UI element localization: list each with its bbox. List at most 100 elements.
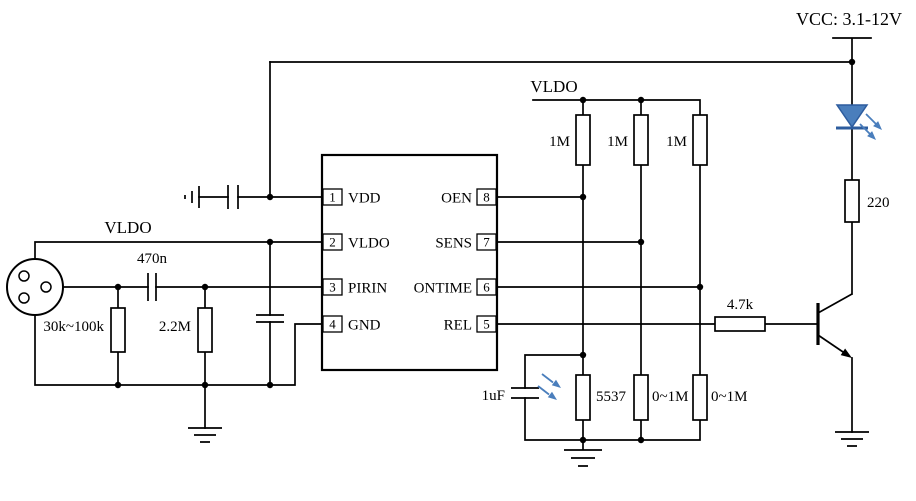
pin-label: OEN [441, 191, 472, 207]
led-emission-arrows-icon [859, 113, 882, 140]
pin-box [322, 233, 343, 251]
resistor-value: 4.7k [727, 297, 754, 313]
pir-sensor [6, 258, 64, 316]
resistor-value: 5537 [596, 389, 627, 405]
wire-left-circuit [34, 61, 324, 429]
resistor-body [844, 179, 860, 223]
ic-pin-vldo: 2 VLDO [322, 233, 390, 252]
pin-box [476, 233, 497, 251]
ic-pin-vdd: 1 VDD [322, 188, 381, 207]
junction-dot [637, 238, 645, 246]
resistor-value: 2.2M [159, 319, 191, 335]
ic-pin-pirin: 3 PIRIN [322, 278, 387, 297]
ground-symbol-top-left [184, 186, 200, 208]
junction-dot [201, 283, 209, 291]
resistor-value: 1M [666, 134, 687, 150]
transistor-emitter [817, 334, 847, 355]
capacitor-vldo [256, 314, 284, 323]
junction-dot [114, 381, 122, 389]
resistor-body [692, 114, 708, 166]
transistor-npn [816, 293, 853, 358]
ic-body [320, 153, 499, 372]
junction-dot [114, 283, 122, 291]
pin-number: 7 [483, 235, 490, 250]
junction-dot [201, 381, 209, 389]
pin-label: GND [348, 318, 381, 334]
pin-label: SENS [435, 236, 472, 252]
junction-dot [266, 238, 274, 246]
junction-dot [579, 351, 587, 359]
transistor-collector [817, 293, 853, 314]
resistor-value: 220 [867, 195, 890, 211]
resistor-led: 220 [844, 179, 890, 223]
light-arrow-head [551, 379, 561, 388]
junction-dot [696, 283, 704, 291]
capacitor-value: 470n [137, 251, 168, 267]
wire-power-rail [269, 37, 872, 106]
pin-number: 8 [483, 190, 490, 205]
pin-box [476, 278, 497, 296]
resistor-pullup-1: 1M [549, 114, 591, 166]
capacitor-plates [256, 314, 284, 323]
pir-sensor-pin [18, 270, 30, 282]
photoresistor-5537: 5537 [537, 373, 627, 421]
junction-dots [114, 58, 856, 444]
resistor-body [692, 374, 708, 421]
transistor-emitter-arrow [840, 348, 852, 358]
ground-symbol-left [188, 427, 222, 443]
led [835, 104, 882, 140]
emission-arrow-head [873, 121, 882, 130]
pir-sensor-pin [40, 281, 52, 293]
resistor-value: 30k~100k [43, 319, 104, 335]
ground-bars [564, 440, 602, 467]
wire-right-network [496, 99, 701, 441]
capacitor-decoupling-top [227, 185, 239, 209]
capacitor-coupling-470n: 470n [137, 251, 168, 301]
pin-label: PIRIN [348, 281, 387, 297]
resistor-value: 0~1M [652, 389, 688, 405]
pin-label: VLDO [348, 236, 390, 252]
junction-dot [266, 381, 274, 389]
emission-arrow [859, 123, 871, 135]
pin-number: 5 [483, 317, 490, 332]
ic-pin-oen: 8 OEN [441, 188, 497, 207]
pir-sensor-pin [18, 292, 30, 304]
ground-symbol-emitter [835, 431, 869, 447]
light-arrow [537, 385, 550, 396]
pin-label: VDD [348, 191, 381, 207]
ic-pin-sens: 7 SENS [435, 233, 497, 252]
resistor-value: 0~1M [711, 389, 747, 405]
ic-chip: 1 VDD 2 VLDO 3 PIRIN 4 GND 8 OEN 7 SENS [320, 153, 499, 372]
pin-number: 4 [329, 317, 336, 332]
ic-pin-rel: 5 REL [444, 315, 497, 334]
capacitor-plates [511, 387, 539, 399]
junction-dot [579, 96, 587, 104]
resistor-base: 4.7k [714, 297, 766, 332]
vcc-label: VCC: 3.1-12V [796, 9, 902, 29]
emission-arrow [865, 113, 877, 125]
light-arrow-head [547, 391, 557, 400]
ground-bars [835, 431, 869, 447]
capacitor-plates [147, 273, 157, 301]
resistor-source: 30k~100k [43, 307, 126, 353]
capacitor-plates [227, 185, 239, 209]
junction-dot [266, 193, 274, 201]
pin-box [476, 188, 497, 206]
pin-number: 3 [329, 280, 336, 295]
resistor-trimmer-2: 0~1M [692, 374, 747, 421]
resistor-body [714, 316, 766, 332]
junction-dot [637, 436, 645, 444]
pin-label: ONTIME [414, 281, 472, 297]
ground-bars [184, 186, 200, 208]
pin-number: 2 [329, 235, 336, 250]
resistor-pullup-2: 1M [607, 114, 649, 166]
resistor-body [633, 114, 649, 166]
resistor-body [575, 114, 591, 166]
junction-dot [579, 193, 587, 201]
pin-box [322, 188, 343, 206]
pir-sensor-body [6, 258, 64, 316]
pin-box [322, 315, 343, 333]
resistor-pullup-3: 1M [666, 114, 708, 166]
